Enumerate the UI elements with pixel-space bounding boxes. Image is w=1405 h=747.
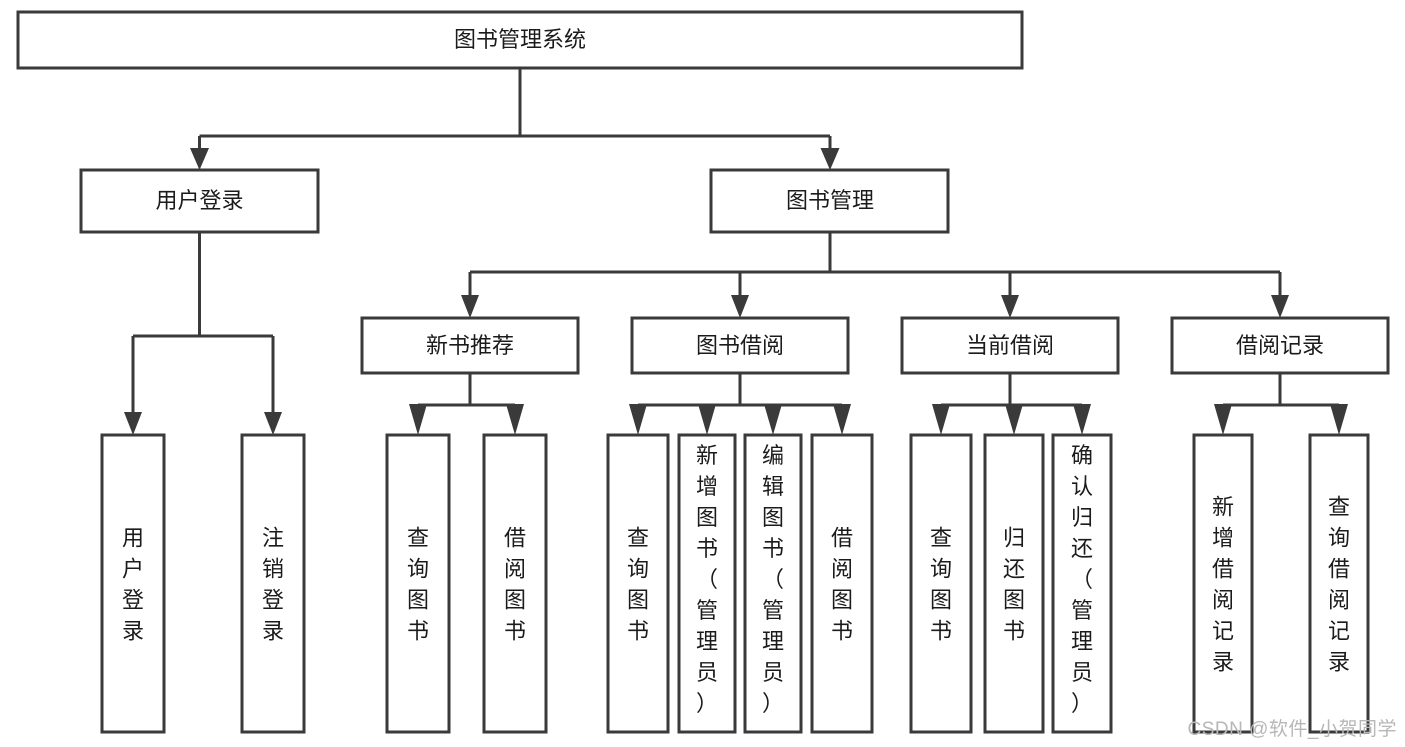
node-level3-borrow-record[interactable]: 借阅记录 (1170, 316, 1390, 375)
leaf-node-borrow-book-newbook[interactable]: 借阅图书 (482, 433, 548, 734)
leaf-node-return-book[interactable]: 归还图书 (983, 433, 1045, 734)
leaf-label-add-book-admin: 新增图书（管理员） (696, 443, 718, 716)
leaf-node-borrow-book[interactable]: 借阅图书 (810, 433, 874, 734)
arrow-head-level3-1 (461, 295, 479, 318)
node-level2-book-management[interactable]: 图书管理 (709, 168, 950, 234)
leaf-box-borrow-book-newbook[interactable] (482, 433, 548, 734)
level2-box-user-login[interactable] (79, 168, 320, 234)
leaf-node-add-borrow-record[interactable]: 新增借阅记录 (1192, 433, 1254, 734)
leaf-box-confirm-return-admin[interactable] (1051, 433, 1113, 734)
leaf-box-logout[interactable] (240, 433, 306, 734)
arrow-head-leaf-borrow-2 (698, 404, 716, 435)
arrow-head-leaf-current-3 (1073, 404, 1091, 435)
leaf-box-return-book[interactable] (983, 433, 1045, 734)
leaf-label-return-book: 归还图书 (1003, 526, 1025, 644)
root-box[interactable] (16, 10, 1024, 70)
leaf-node-user-login[interactable]: 用户登录 (100, 433, 166, 734)
arrow-head-level3-2 (731, 295, 749, 318)
level3-label-new-book-recommend: 新书推荐 (426, 333, 514, 358)
level3-label-current-borrow: 当前借阅 (966, 333, 1054, 358)
level2-label-user-login: 用户登录 (155, 188, 243, 213)
leaf-box-add-borrow-record[interactable] (1192, 433, 1254, 734)
leaf-label-borrow-book-newbook: 借阅图书 (504, 526, 526, 644)
leaf-box-edit-book-admin[interactable] (743, 433, 803, 734)
leaf-label-user-login: 用户登录 (122, 526, 144, 644)
level3-label-borrow-record: 借阅记录 (1236, 333, 1324, 358)
leaf-box-add-book-admin[interactable] (677, 433, 737, 734)
leaf-label-query-book-newbook: 查询图书 (407, 526, 429, 644)
leaf-node-query-book-borrow[interactable]: 查询图书 (606, 433, 670, 734)
root-label: 图书管理系统 (454, 27, 586, 52)
leaf-node-add-book-admin[interactable]: 新增图书（管理员） (677, 433, 737, 734)
leaf-box-borrow-book[interactable] (810, 433, 874, 734)
arrow-head-leaf-user-2 (264, 412, 282, 435)
arrow-head-leaf-current-2 (1005, 404, 1023, 435)
leaf-label-query-book-current: 查询图书 (930, 526, 952, 644)
leaf-label-query-book-borrow: 查询图书 (627, 526, 649, 644)
arrow-head-leaf-record-2 (1330, 404, 1348, 435)
arrow-head-level2-2 (820, 148, 840, 170)
arrow-head-level3-3 (1001, 295, 1019, 318)
level3-box-new-book-recommend[interactable] (360, 316, 580, 375)
level3-box-borrow-record[interactable] (1170, 316, 1390, 375)
leaf-label-borrow-book: 借阅图书 (831, 526, 853, 644)
level2-label-book-management: 图书管理 (786, 188, 874, 213)
leaf-node-edit-book-admin[interactable]: 编辑图书（管理员） (743, 433, 803, 734)
level3-label-book-borrow: 图书借阅 (696, 333, 784, 358)
leaf-node-logout[interactable]: 注销登录 (240, 433, 306, 734)
level2-box-book-management[interactable] (709, 168, 950, 234)
node-level3-book-borrow[interactable]: 图书借阅 (630, 316, 850, 375)
level3-box-current-borrow[interactable] (900, 316, 1120, 375)
arrow-head-leaf-borrow-4 (833, 404, 851, 435)
level3-box-book-borrow[interactable] (630, 316, 850, 375)
leaf-node-query-book-newbook[interactable]: 查询图书 (385, 433, 451, 734)
arrow-head-leaf-borrow-1 (629, 404, 647, 435)
arrow-head-level3-4 (1271, 295, 1289, 318)
leaf-label-confirm-return-admin: 确认归还（管理员） (1071, 443, 1093, 716)
leaf-box-query-book-current[interactable] (909, 433, 973, 734)
leaf-label-logout: 注销登录 (262, 526, 284, 644)
arrow-head-leaf-newbook-2 (506, 404, 524, 435)
leaf-box-query-book-borrow[interactable] (606, 433, 670, 734)
leaf-box-query-borrow-record[interactable] (1308, 433, 1370, 734)
leaf-node-query-borrow-record[interactable]: 查询借阅记录 (1308, 433, 1370, 734)
connector-layer (124, 68, 1348, 435)
node-level3-new-book-recommend[interactable]: 新书推荐 (360, 316, 580, 375)
node-level2-user-login[interactable]: 用户登录 (79, 168, 320, 234)
arrow-head-leaf-borrow-3 (764, 404, 782, 435)
leaf-box-user-login[interactable] (100, 433, 166, 734)
leaf-node-query-book-current[interactable]: 查询图书 (909, 433, 973, 734)
arrow-head-level2-1 (190, 148, 209, 170)
node-root[interactable]: 图书管理系统 (16, 10, 1024, 70)
node-level3-current-borrow[interactable]: 当前借阅 (900, 316, 1120, 375)
arrow-head-leaf-current-1 (932, 404, 950, 435)
leaf-box-query-book-newbook[interactable] (385, 433, 451, 734)
arrow-head-leaf-record-1 (1214, 404, 1232, 435)
leaf-label-add-borrow-record: 新增借阅记录 (1212, 495, 1234, 675)
leaf-label-query-borrow-record: 查询借阅记录 (1328, 495, 1350, 675)
leaf-node-confirm-return-admin[interactable]: 确认归还（管理员） (1051, 433, 1113, 734)
leaf-label-edit-book-admin: 编辑图书（管理员） (762, 443, 784, 716)
arrow-head-leaf-user-1 (124, 412, 142, 435)
arrow-head-leaf-newbook-1 (409, 404, 427, 435)
